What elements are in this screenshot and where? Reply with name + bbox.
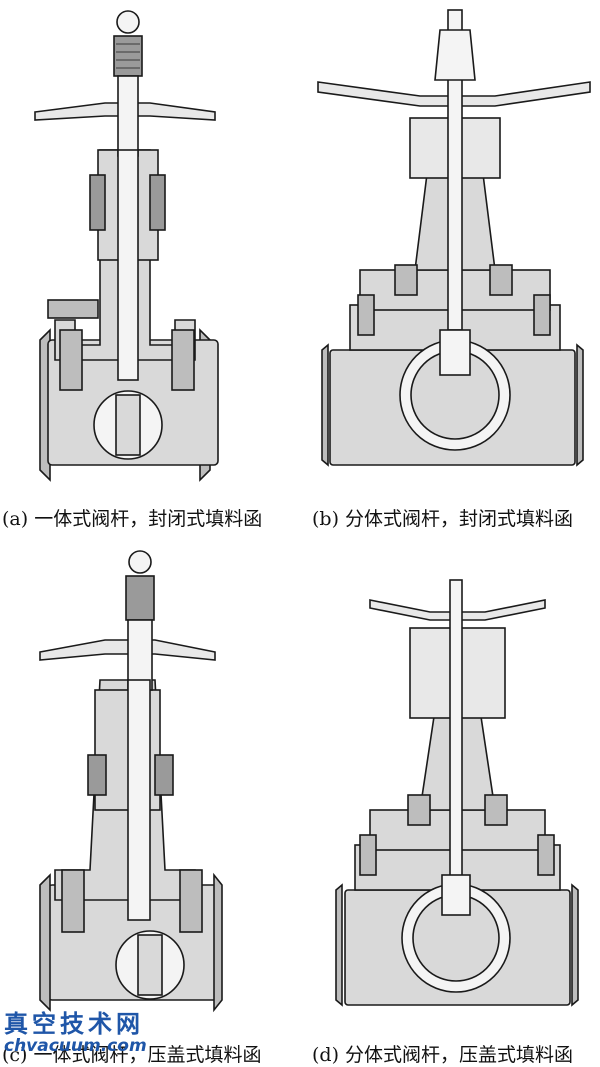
panel-b: (b) 分体式阀杆，封闭式填料函	[300, 0, 600, 530]
valve-drawing-a	[34, 10, 219, 482]
caption-b: (b) 分体式阀杆，封闭式填料函	[312, 508, 574, 530]
caption-a: (a) 一体式阀杆，封闭式填料函	[2, 508, 263, 530]
valve-drawing-c	[39, 550, 223, 1013]
panel-d: (d) 分体式阀杆，压盖式填料函	[300, 540, 600, 1066]
watermark: 真空技术网 chvacuum.com	[4, 1012, 147, 1055]
panel-a: (a) 一体式阀杆，封闭式填料函	[0, 0, 300, 530]
panel-c: (c) 一体式阀杆，压盖式填料函	[0, 540, 300, 1066]
valve-drawing-d	[335, 579, 579, 1007]
caption-d: (d) 分体式阀杆，压盖式填料函	[312, 1044, 574, 1066]
caption-c: (c) 一体式阀杆，压盖式填料函	[2, 1044, 262, 1066]
valve-drawing-b	[317, 9, 591, 467]
watermark-line2: chvacuum.com	[4, 1036, 147, 1056]
watermark-line1: 真空技术网	[4, 1010, 144, 1038]
